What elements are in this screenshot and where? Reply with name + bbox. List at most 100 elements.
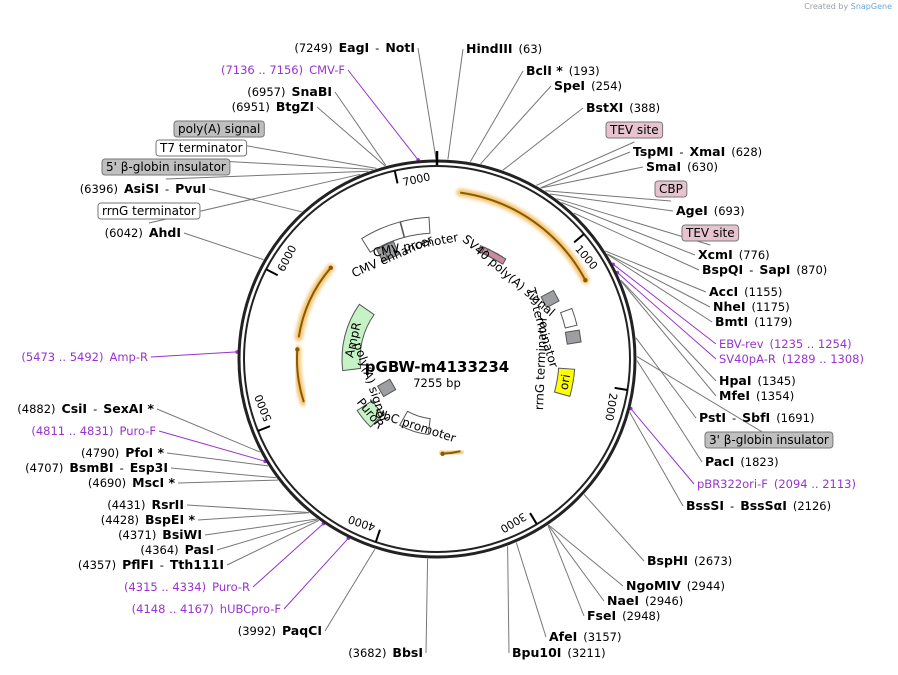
label-part-nhei: NheI	[713, 299, 746, 314]
label-part-rsrii: (4431)	[107, 498, 145, 512]
label-ngomiv: NgoMIV(2944)	[626, 578, 725, 593]
label-amp-r: (5473 .. 5492)Amp-R	[21, 350, 148, 364]
label-part-bsssi-bsssai: -	[730, 499, 734, 513]
label-part-bspei: (4428)	[101, 513, 139, 527]
label-bbsi: (3682)BbsI	[348, 645, 423, 660]
leader-csii-sexai	[156, 408, 261, 453]
label-beta-globin-5-box: 5' β-globin insulator	[101, 158, 231, 176]
label-part-pbr322ori-f: (2094 .. 2113)	[774, 477, 856, 491]
label-bstxi: BstXI(388)	[586, 100, 660, 115]
label-sv40pa-r: SV40pA-R (1289 .. 1308)	[719, 352, 864, 366]
label-puro-r: (4315 .. 4334)Puro-R	[124, 580, 250, 594]
label-part-paci: PacI	[705, 454, 734, 469]
label-part-pflfi-tth111i: PflFI	[122, 557, 154, 572]
label-bsiwi: (4371)BsiWI	[118, 527, 202, 542]
label-part-pbr322ori-f: pBR322ori-F	[697, 477, 768, 491]
leader-hpai	[620, 279, 717, 382]
tick-label: 5000	[252, 393, 275, 424]
label-part-tspmi-xmai: TspMI	[633, 144, 673, 159]
leader-ngomiv	[548, 524, 624, 587]
leader-pfoi	[166, 452, 269, 467]
label-part-hindiii: (63)	[519, 42, 543, 56]
label-part-psti-sbfi: -	[732, 411, 736, 425]
label-part-nhei: (1175)	[751, 300, 789, 314]
plasmid-length: 7255 bp	[413, 376, 461, 390]
leader-msci	[177, 479, 278, 484]
label-part-ebv-rev: EBV-rev	[719, 337, 764, 351]
tick-label: 4000	[346, 512, 377, 533]
label-part-pasi: (4364)	[140, 543, 178, 557]
label-psti-sbfi: PstI-SbfI(1691)	[699, 410, 814, 425]
label-snabi: (6957)SnaBI	[247, 84, 332, 99]
label-bsmbi-esp3i: (4707)BsmBI-Esp3I	[25, 460, 168, 475]
tev-cbp-marker	[484, 248, 507, 265]
leader-bspei	[197, 512, 310, 521]
label-part-hpai: (1345)	[757, 374, 795, 388]
label-part-paqci: PaqCI	[282, 623, 322, 638]
label-part-polya-signal-box: poly(A) signal	[178, 122, 260, 136]
label-part-hindiii: HindIII	[466, 41, 513, 56]
label-part-pflfi-tth111i: (4357)	[78, 558, 116, 572]
label-paci: PacI (1823)	[705, 454, 779, 469]
label-part-mfei: MfeI	[719, 388, 750, 403]
label-part-bsmbi-esp3i: -	[120, 461, 124, 475]
label-part-bpu10i: (3211)	[567, 646, 605, 660]
label-part-tev-site-2-box: TEV site	[685, 226, 735, 240]
orf-halo	[456, 188, 590, 285]
label-part-tspmi-xmai: XmaI	[689, 144, 725, 159]
orf-end	[583, 277, 588, 283]
label-part-paci: (1823)	[740, 455, 778, 469]
label-part-hpai: HpaI	[719, 373, 752, 388]
label-part-bcli: (193)	[569, 64, 600, 78]
label-part-bsmbi-esp3i: (4707)	[25, 461, 63, 475]
label-part-ngomiv: NgoMIV	[626, 578, 681, 593]
label-box-tev-site-2-box	[681, 224, 740, 242]
label-part-puro-f: Puro-F	[119, 424, 156, 438]
label-ahdi: (6042)AhdI	[105, 225, 181, 240]
label-part-sv40pa-r: (1289 .. 1308)	[782, 352, 864, 366]
label-part-amp-r: (5473 .. 5492)	[21, 350, 103, 364]
label-part-fsei: (2948)	[622, 609, 660, 623]
leader-bbsi	[425, 558, 429, 654]
leader-paci	[636, 360, 703, 463]
label-part-bsmbi-esp3i: Esp3I	[130, 460, 168, 475]
tick-mark	[529, 512, 538, 525]
label-part-snabi: (6957)	[247, 85, 285, 99]
tick-mark	[374, 529, 381, 543]
leader-tev-site-1-box	[536, 141, 635, 186]
leader-nhei	[606, 253, 711, 308]
label-part-agei: AgeI	[676, 203, 708, 218]
leader-amp-r	[150, 351, 238, 358]
label-msci: (4690)MscI *	[88, 475, 176, 490]
leader-puro-f	[158, 430, 266, 462]
label-part-bcli: BclI *	[526, 63, 563, 78]
label-part-ebv-rev: (1235 .. 1254)	[770, 337, 852, 351]
label-part-psti-sbfi: SbfI	[742, 410, 770, 425]
label-part-hubcpro-f: hUBCpro-F	[220, 602, 281, 616]
label-part-pasi: PasI	[185, 542, 214, 557]
leader-mfei	[621, 281, 717, 397]
label-part-cmv-f: CMV-F	[309, 63, 345, 77]
leader-psti-sbfi	[635, 337, 697, 419]
ori-arrow	[553, 367, 576, 397]
label-part-naei: (2946)	[645, 594, 683, 608]
label-part-xcmi: XcmI	[698, 247, 733, 262]
label-asisi-pvui: (6396)AsiSI-PvuI	[80, 181, 206, 196]
leader-pflfi-tth111i	[226, 519, 320, 566]
label-part-csii-sexai: -	[93, 402, 97, 416]
label-puro-f: (4811 .. 4831)Puro-F	[31, 424, 156, 438]
orf-end	[328, 265, 333, 271]
orf-arc	[460, 191, 587, 281]
label-bmti: BmtI(1179)	[715, 314, 792, 329]
label-part-asisi-pvui: PvuI	[175, 181, 206, 196]
label-part-mfei: (1354)	[756, 389, 794, 403]
label-part-csii-sexai: SexAI *	[103, 401, 154, 416]
leader-hindiii	[447, 48, 464, 160]
label-pbr322ori-f: pBR322ori-F (2094 .. 2113)	[697, 477, 856, 491]
label-part-pflfi-tth111i: -	[160, 558, 164, 572]
label-bspei: (4428)BspEI *	[101, 512, 196, 527]
leader-beta-globin-3-box	[636, 356, 770, 437]
label-box-polya-signal-box	[173, 120, 265, 138]
label-part-sv40pa-r: SV40pA-R	[719, 352, 776, 366]
label-part-bsssi-bsssai: BssSI	[686, 498, 724, 513]
